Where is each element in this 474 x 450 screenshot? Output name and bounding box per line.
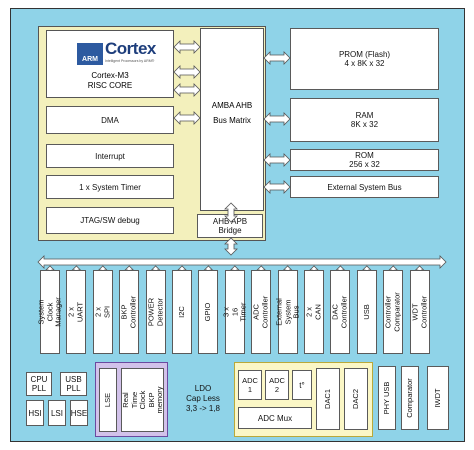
- amba-ahb-bus-matrix: AMBA AHB Bus Matrix: [200, 28, 264, 211]
- temp-sensor-block: t°: [292, 370, 312, 400]
- arrow-bus-rom: [263, 153, 291, 167]
- arrow-bus-prom: [263, 51, 291, 65]
- arrow-bus-bridge: [224, 202, 238, 223]
- adc2-block: ADC 2: [265, 370, 289, 400]
- arrow-core-bus: [173, 40, 201, 54]
- i2c-block: I2C: [172, 270, 192, 354]
- usb-block: USB: [356, 270, 377, 354]
- dac2-block: DAC2: [344, 368, 368, 430]
- arrow-dma-bus: [173, 111, 201, 125]
- system-timer-block: 1 x System Timer: [46, 175, 174, 199]
- lsi-block: LSI: [48, 400, 66, 426]
- prom-flash-block: PROM (Flash) 4 x 8K x 32: [290, 28, 439, 90]
- adc1-block: ADC 1: [238, 370, 262, 400]
- arrow-core-bus: [173, 83, 201, 97]
- gpio-block: GPIO: [198, 270, 219, 354]
- iwdt-block: IWDT: [427, 366, 449, 430]
- ram-block: RAM 8K x 32: [290, 98, 439, 142]
- real-time-clock-block: Real Time Clock BKP memory: [120, 368, 164, 432]
- cortex-logo: Cortex: [105, 39, 156, 58]
- adc-controller: ADC Controller: [251, 270, 272, 354]
- system-clock-manager: System Clock Manager: [36, 270, 62, 354]
- arrow-bus-external: [263, 180, 291, 194]
- dac-controller: DAC Controller: [330, 270, 351, 354]
- bkp-controller: BKP Controller: [119, 270, 140, 354]
- phy-usb-block: PHY USB: [378, 366, 396, 430]
- usb-pll-block: USB PLL: [60, 372, 87, 396]
- arrow-bridge-apb: [224, 237, 238, 256]
- lse-block: LSE: [99, 368, 117, 432]
- adc-mux-block: ADC Mux: [238, 407, 312, 429]
- arm-logo: ARM: [77, 43, 103, 65]
- power-detector: POWER Detector: [145, 270, 166, 354]
- rom-block: ROM 256 x 32: [290, 149, 439, 171]
- uart-block: 2 x UART: [66, 270, 87, 354]
- timer-block: 3 x 16 Timer: [221, 270, 247, 354]
- dac1-block: DAC1: [316, 368, 340, 430]
- cpu-pll-block: CPU PLL: [26, 372, 52, 396]
- cortex-m3-core: ARM Cortex Intelligent Processors by ARM…: [46, 30, 174, 98]
- controller-comparator: Controller Comparator: [383, 270, 404, 354]
- external-system-bus-periph: External System Bus: [274, 270, 300, 354]
- wdt-controller: WDT Controller: [409, 270, 430, 354]
- can-block: 2 x CAN: [304, 270, 324, 354]
- dma-block: DMA: [46, 106, 174, 134]
- spi-block: 2 x SPI: [92, 270, 113, 354]
- arrow-bus-ram: [263, 112, 291, 126]
- interrupt-block: Interrupt: [46, 144, 174, 168]
- apb-bus-bar: [37, 255, 447, 269]
- comparator-block: Comparator: [401, 366, 419, 430]
- ldo-label: LDO Cap Less 3,3 -> 1,8: [185, 384, 221, 413]
- cortex-tagline: Intelligent Processors by ARM®: [105, 59, 155, 63]
- hsi-block: HSI: [26, 400, 44, 426]
- arrow-core-bus: [173, 65, 201, 79]
- jtag-debug-block: JTAG/SW debug: [46, 207, 174, 234]
- cpu-label: Cortex-M3 RISC CORE: [87, 71, 133, 90]
- external-system-bus-block: External System Bus: [290, 176, 439, 198]
- hse-block: HSE: [70, 400, 88, 426]
